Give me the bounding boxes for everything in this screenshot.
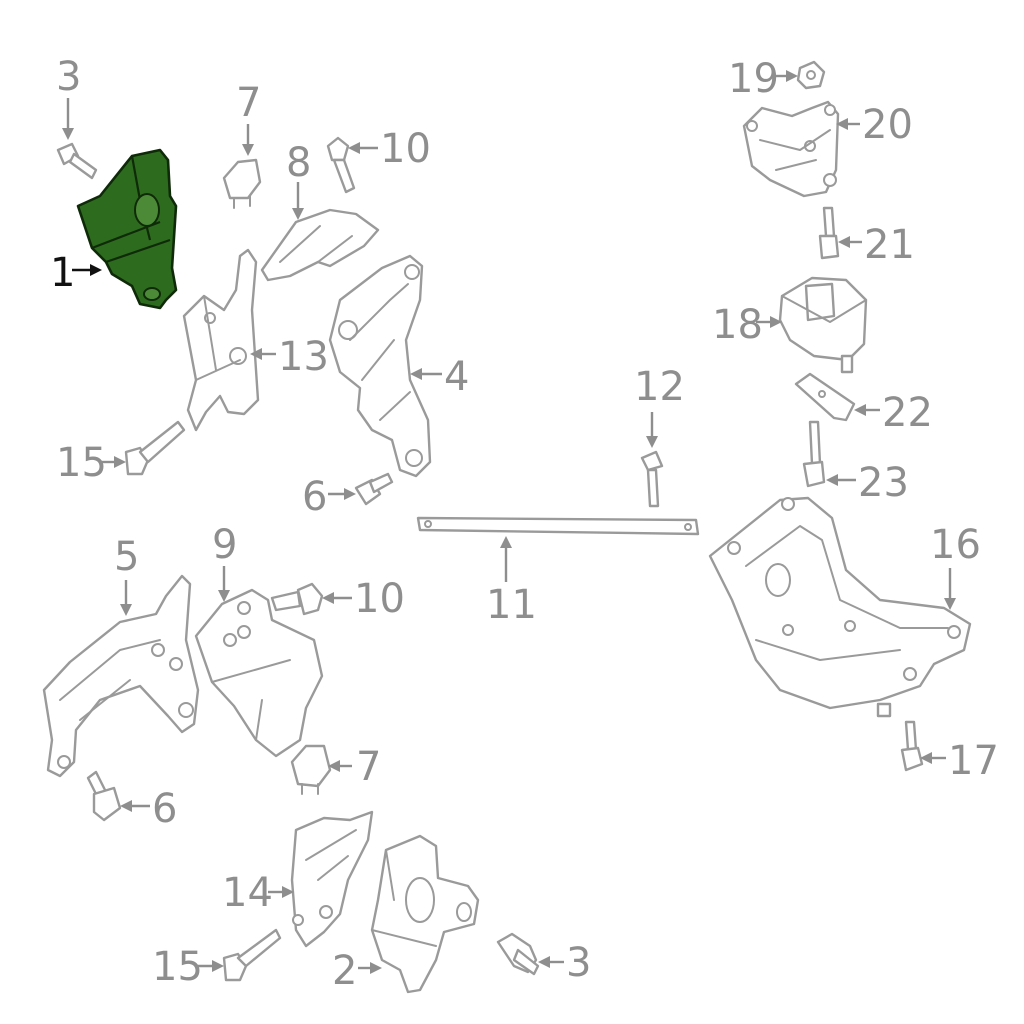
callout-2[interactable]: 2 — [332, 948, 357, 994]
callout-8[interactable]: 8 — [286, 140, 311, 186]
part-4-bracket[interactable] — [328, 254, 432, 478]
part-21-bolt[interactable] — [818, 206, 840, 260]
part-23-bolt[interactable] — [802, 420, 826, 488]
callout-7-bottom[interactable]: 7 — [356, 744, 381, 790]
part-20-bracket[interactable] — [742, 100, 840, 198]
part-2-transmission-mount[interactable] — [370, 834, 480, 994]
part-15-bolt-bottom[interactable] — [222, 928, 282, 982]
callout-19[interactable]: 19 — [728, 56, 779, 102]
callout-3-bottom[interactable]: 3 — [566, 940, 591, 986]
part-3-bolt-bottom[interactable] — [496, 932, 540, 976]
part-17-bolt[interactable] — [900, 720, 924, 772]
callout-15-bottom[interactable]: 15 — [152, 944, 203, 990]
part-8-shield[interactable] — [260, 208, 380, 282]
callout-9[interactable]: 9 — [212, 522, 237, 568]
part-10-bolt-top[interactable] — [326, 136, 356, 194]
callout-4[interactable]: 4 — [444, 354, 469, 400]
part-22-plate[interactable] — [794, 372, 856, 422]
callout-7-top[interactable]: 7 — [236, 80, 261, 126]
part-7-stop-top[interactable] — [222, 158, 262, 209]
part-13-bracket[interactable] — [182, 248, 260, 432]
callout-labels: 1 2 3 3 4 5 6 6 7 7 8 9 10 10 11 12 13 1… — [50, 54, 999, 994]
part-1-engine-mount[interactable] — [76, 148, 178, 310]
part-15-bolt-top[interactable] — [124, 420, 186, 476]
callout-arrows — [62, 70, 956, 974]
callout-13[interactable]: 13 — [278, 334, 329, 380]
part-16-crossmember[interactable] — [708, 496, 972, 718]
callout-16[interactable]: 16 — [930, 522, 981, 568]
callout-10-middle[interactable]: 10 — [354, 576, 405, 622]
part-18-mount[interactable] — [778, 276, 868, 374]
callout-15-top[interactable]: 15 — [56, 440, 107, 486]
callout-14[interactable]: 14 — [222, 870, 273, 916]
part-19-nut[interactable] — [796, 60, 826, 90]
part-11-rod[interactable] — [416, 516, 700, 536]
part-14-bracket[interactable] — [290, 810, 374, 948]
callout-22[interactable]: 22 — [882, 390, 933, 436]
callout-5[interactable]: 5 — [114, 534, 139, 580]
callout-17[interactable]: 17 — [948, 738, 999, 784]
part-9-shield[interactable] — [194, 588, 324, 758]
part-6-bolt-bottom[interactable] — [86, 770, 122, 822]
callout-11[interactable]: 11 — [486, 582, 537, 628]
part-12-bolt[interactable] — [640, 450, 664, 508]
callout-23[interactable]: 23 — [858, 460, 909, 506]
callout-12[interactable]: 12 — [634, 364, 685, 410]
part-6-bolt-top[interactable] — [354, 472, 394, 506]
callout-10-top[interactable]: 10 — [380, 126, 431, 172]
callout-21[interactable]: 21 — [864, 222, 915, 268]
part-10-bolt-middle[interactable] — [270, 582, 324, 616]
callout-20[interactable]: 20 — [862, 102, 913, 148]
callout-18[interactable]: 18 — [712, 302, 763, 348]
callout-6-top[interactable]: 6 — [302, 474, 327, 520]
part-3-bolt-top[interactable] — [56, 142, 98, 180]
part-7-stop-bottom[interactable] — [290, 744, 332, 795]
callout-6-bottom[interactable]: 6 — [152, 786, 177, 832]
callout-1[interactable]: 1 — [50, 250, 75, 296]
part-5-bracket[interactable] — [42, 574, 200, 778]
callout-3-top[interactable]: 3 — [56, 54, 81, 100]
